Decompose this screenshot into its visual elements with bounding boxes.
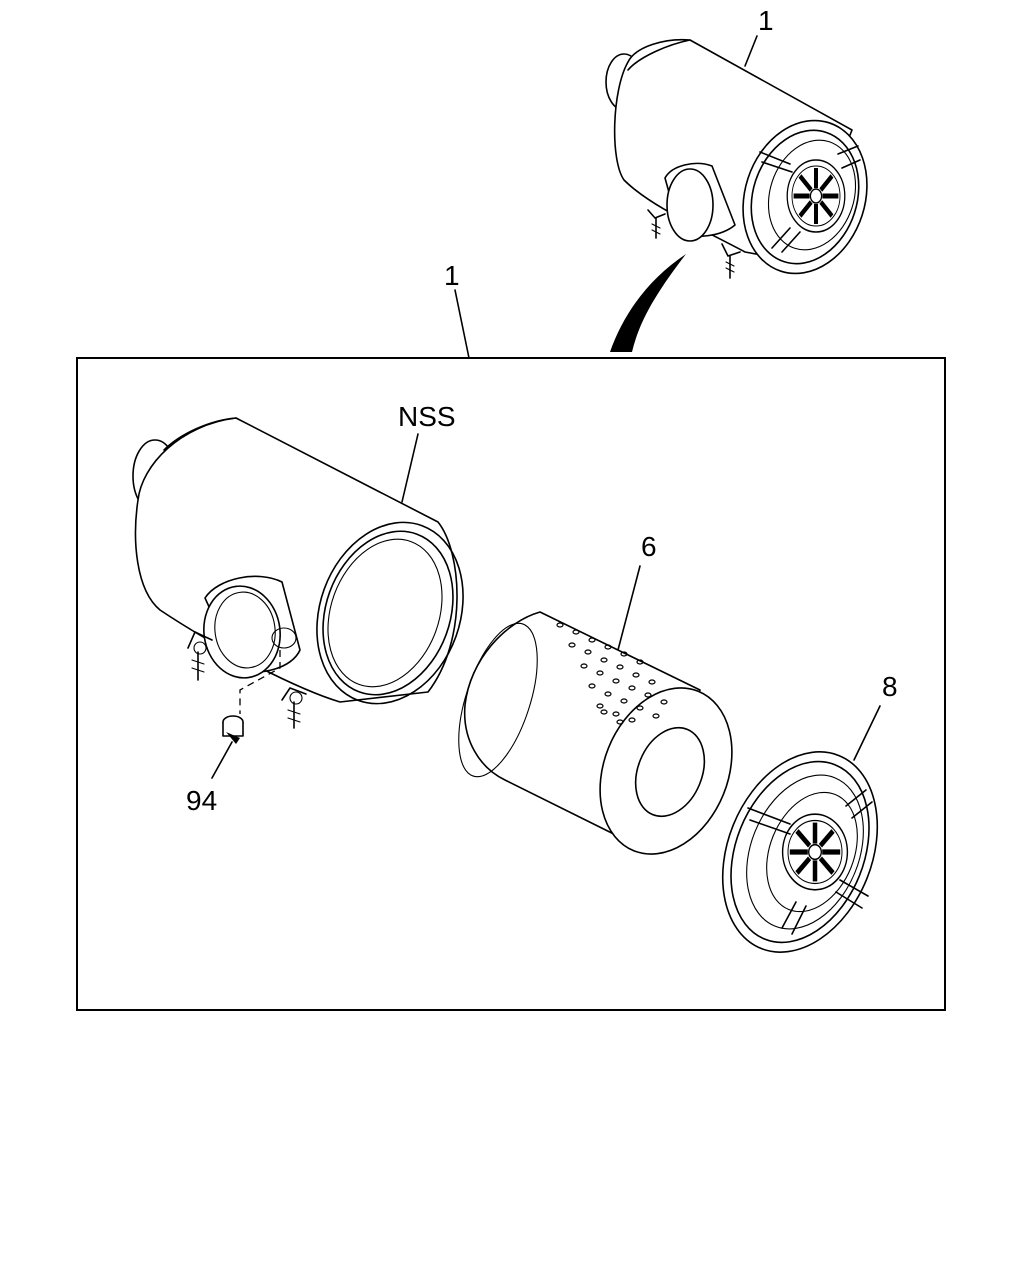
callout-6: 6	[641, 531, 657, 562]
callout-1-top: 1	[758, 5, 774, 36]
filter-housing	[132, 417, 464, 729]
filter-cover	[721, 751, 879, 953]
callout-8: 8	[882, 671, 898, 702]
filter-element	[458, 611, 733, 855]
callout-nss: NSS	[398, 401, 456, 432]
assembled-air-cleaner	[605, 38, 868, 279]
callout-1-box: 1	[444, 260, 460, 291]
detail-frame	[76, 357, 946, 1011]
zoom-arrow	[610, 254, 686, 352]
callout-94: 94	[186, 785, 217, 816]
drain-plug	[222, 715, 244, 744]
